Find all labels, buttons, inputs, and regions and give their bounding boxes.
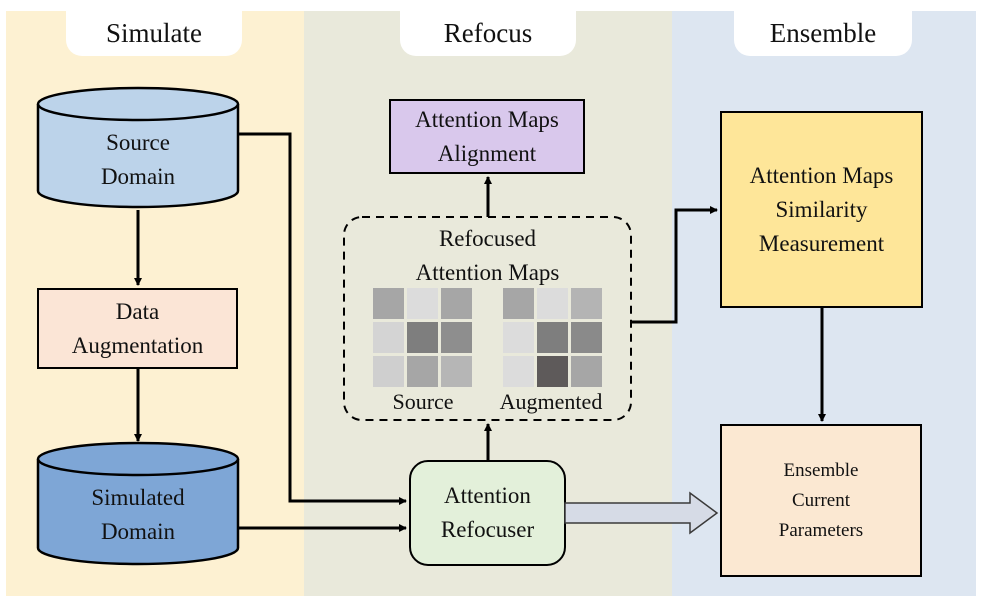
augmented-grid-cell-1-2 <box>537 288 568 319</box>
source-domain-cylinder <box>36 86 240 209</box>
refocuser-line-2: Refocuser <box>440 517 535 542</box>
similarity-line-2: Similarity <box>775 196 868 222</box>
source-domain-cylinder-body <box>36 104 240 209</box>
block-arrow-refocuser-to-ensemble <box>564 491 719 535</box>
source-grid-cell-2-2 <box>407 322 438 353</box>
augmented-grid-cell-2-2 <box>537 322 568 353</box>
data-augmentation-label: Data Augmentation <box>38 289 237 368</box>
data-augmentation-line-1: Data <box>115 298 160 324</box>
arrow-source-to-refocuser <box>238 132 407 505</box>
refocuser-line-1: Attention <box>444 483 531 508</box>
source-domain-label: Source Domain <box>38 120 238 200</box>
refocus-panel-title: Refocus <box>400 11 576 56</box>
source-grid-caption: Source <box>392 389 454 414</box>
augmented-grid-cell-3-2 <box>537 356 568 387</box>
source-attention-grid <box>373 288 472 387</box>
source-grid-cell-3-2 <box>407 356 438 387</box>
source-domain-cylinder-top <box>36 86 240 122</box>
ensemble-parameters-label: Ensemble Current Parameters <box>721 425 921 576</box>
source-grid-cell-2-1 <box>373 322 404 353</box>
ensemble-line-1: Ensemble <box>783 459 859 481</box>
attention-refocuser-label: Attention Refocuser <box>410 461 565 565</box>
attention-maps-alignment-box <box>389 99 585 174</box>
augmented-grid-cell-2-3 <box>571 322 602 353</box>
similarity-line-1: Attention Maps <box>749 162 894 188</box>
similarity-measurement-box <box>720 111 923 308</box>
data-augmentation-line-2: Augmentation <box>71 332 204 358</box>
source-grid-cell-2-3 <box>441 322 472 353</box>
source-grid-cell-1-1 <box>373 288 404 319</box>
similarity-line-3: Measurement <box>758 230 885 256</box>
source-grid-cell-1-2 <box>407 288 438 319</box>
source-grid-cell-3-3 <box>441 356 472 387</box>
simulated-domain-line-1: Simulated <box>91 485 185 510</box>
simulated-domain-cylinder-body <box>36 459 240 566</box>
augmented-grid-cell-2-1 <box>503 322 534 353</box>
similarity-measurement-label: Attention Maps Similarity Measurement <box>721 112 922 307</box>
data-augmentation-box <box>37 288 238 369</box>
alignment-line-1: Attention Maps <box>415 106 559 132</box>
simulate-panel-title: Simulate <box>66 11 242 56</box>
source-domain-line-1: Source <box>106 130 170 155</box>
ensemble-panel-title: Ensemble <box>734 11 912 56</box>
attention-maps-alignment-label: Attention Maps Alignment <box>390 100 584 173</box>
refocused-line-2: Attention Maps <box>415 260 560 285</box>
augmented-grid-cell-3-1 <box>503 356 534 387</box>
ensemble-parameters-box <box>720 424 922 577</box>
augmented-grid-cell-3-3 <box>571 356 602 387</box>
augmented-grid-caption: Augmented <box>499 389 603 414</box>
arrow-maps-to-similarity <box>631 206 718 324</box>
ensemble-line-3: Parameters <box>778 519 864 541</box>
augmented-grid-cell-1-3 <box>571 288 602 319</box>
simulated-domain-line-2: Domain <box>100 519 176 544</box>
simulated-domain-cylinder-top <box>36 441 240 477</box>
refocused-line-1: Refocused <box>438 226 537 251</box>
refocused-attention-maps-label: Refocused Attention Maps <box>344 223 631 289</box>
simulated-domain-cylinder <box>36 441 240 566</box>
ensemble-line-2: Current <box>791 489 851 511</box>
augmented-grid-cell-1-1 <box>503 288 534 319</box>
source-grid-cell-3-1 <box>373 356 404 387</box>
alignment-line-2: Alignment <box>437 140 537 166</box>
augmented-attention-grid <box>503 288 602 387</box>
simulated-domain-label: Simulated Domain <box>38 475 238 555</box>
source-grid-cell-1-3 <box>441 288 472 319</box>
source-domain-line-2: Domain <box>100 164 176 189</box>
